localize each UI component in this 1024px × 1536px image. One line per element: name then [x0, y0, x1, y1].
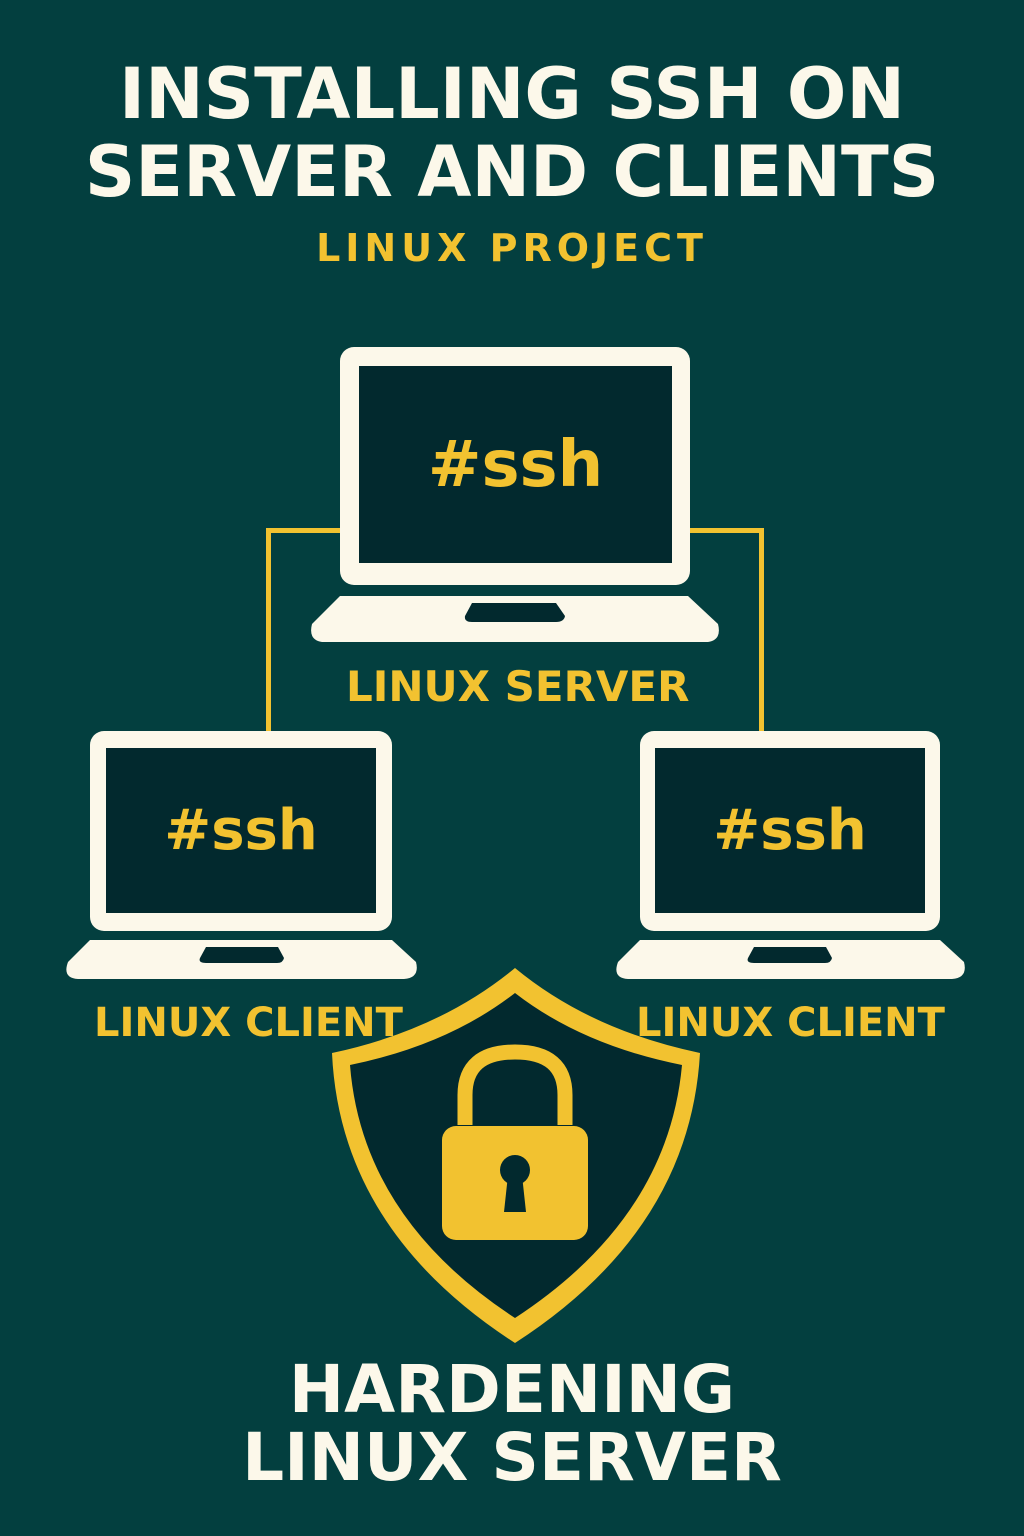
client-label-left: LINUX CLIENT — [94, 1000, 403, 1046]
laptop-screen: #ssh — [106, 748, 376, 913]
client-screen-text: #ssh — [713, 798, 867, 863]
client-screen-text: #ssh — [164, 798, 318, 863]
title-line-1: INSTALLING SSH ON — [119, 53, 905, 135]
client-label-right: LINUX CLIENT — [636, 1000, 945, 1046]
laptop-screen: #ssh — [359, 366, 672, 563]
footer-line-1: HARDENING — [288, 1351, 736, 1428]
title-line-2: SERVER AND CLIENTS — [84, 131, 940, 213]
laptop-screen: #ssh — [655, 748, 925, 913]
subtitle: LINUX PROJECT — [316, 226, 708, 270]
footer-line-2: LINUX SERVER — [242, 1419, 782, 1496]
server-screen-text: #ssh — [427, 427, 604, 502]
server-label: LINUX SERVER — [346, 662, 690, 711]
